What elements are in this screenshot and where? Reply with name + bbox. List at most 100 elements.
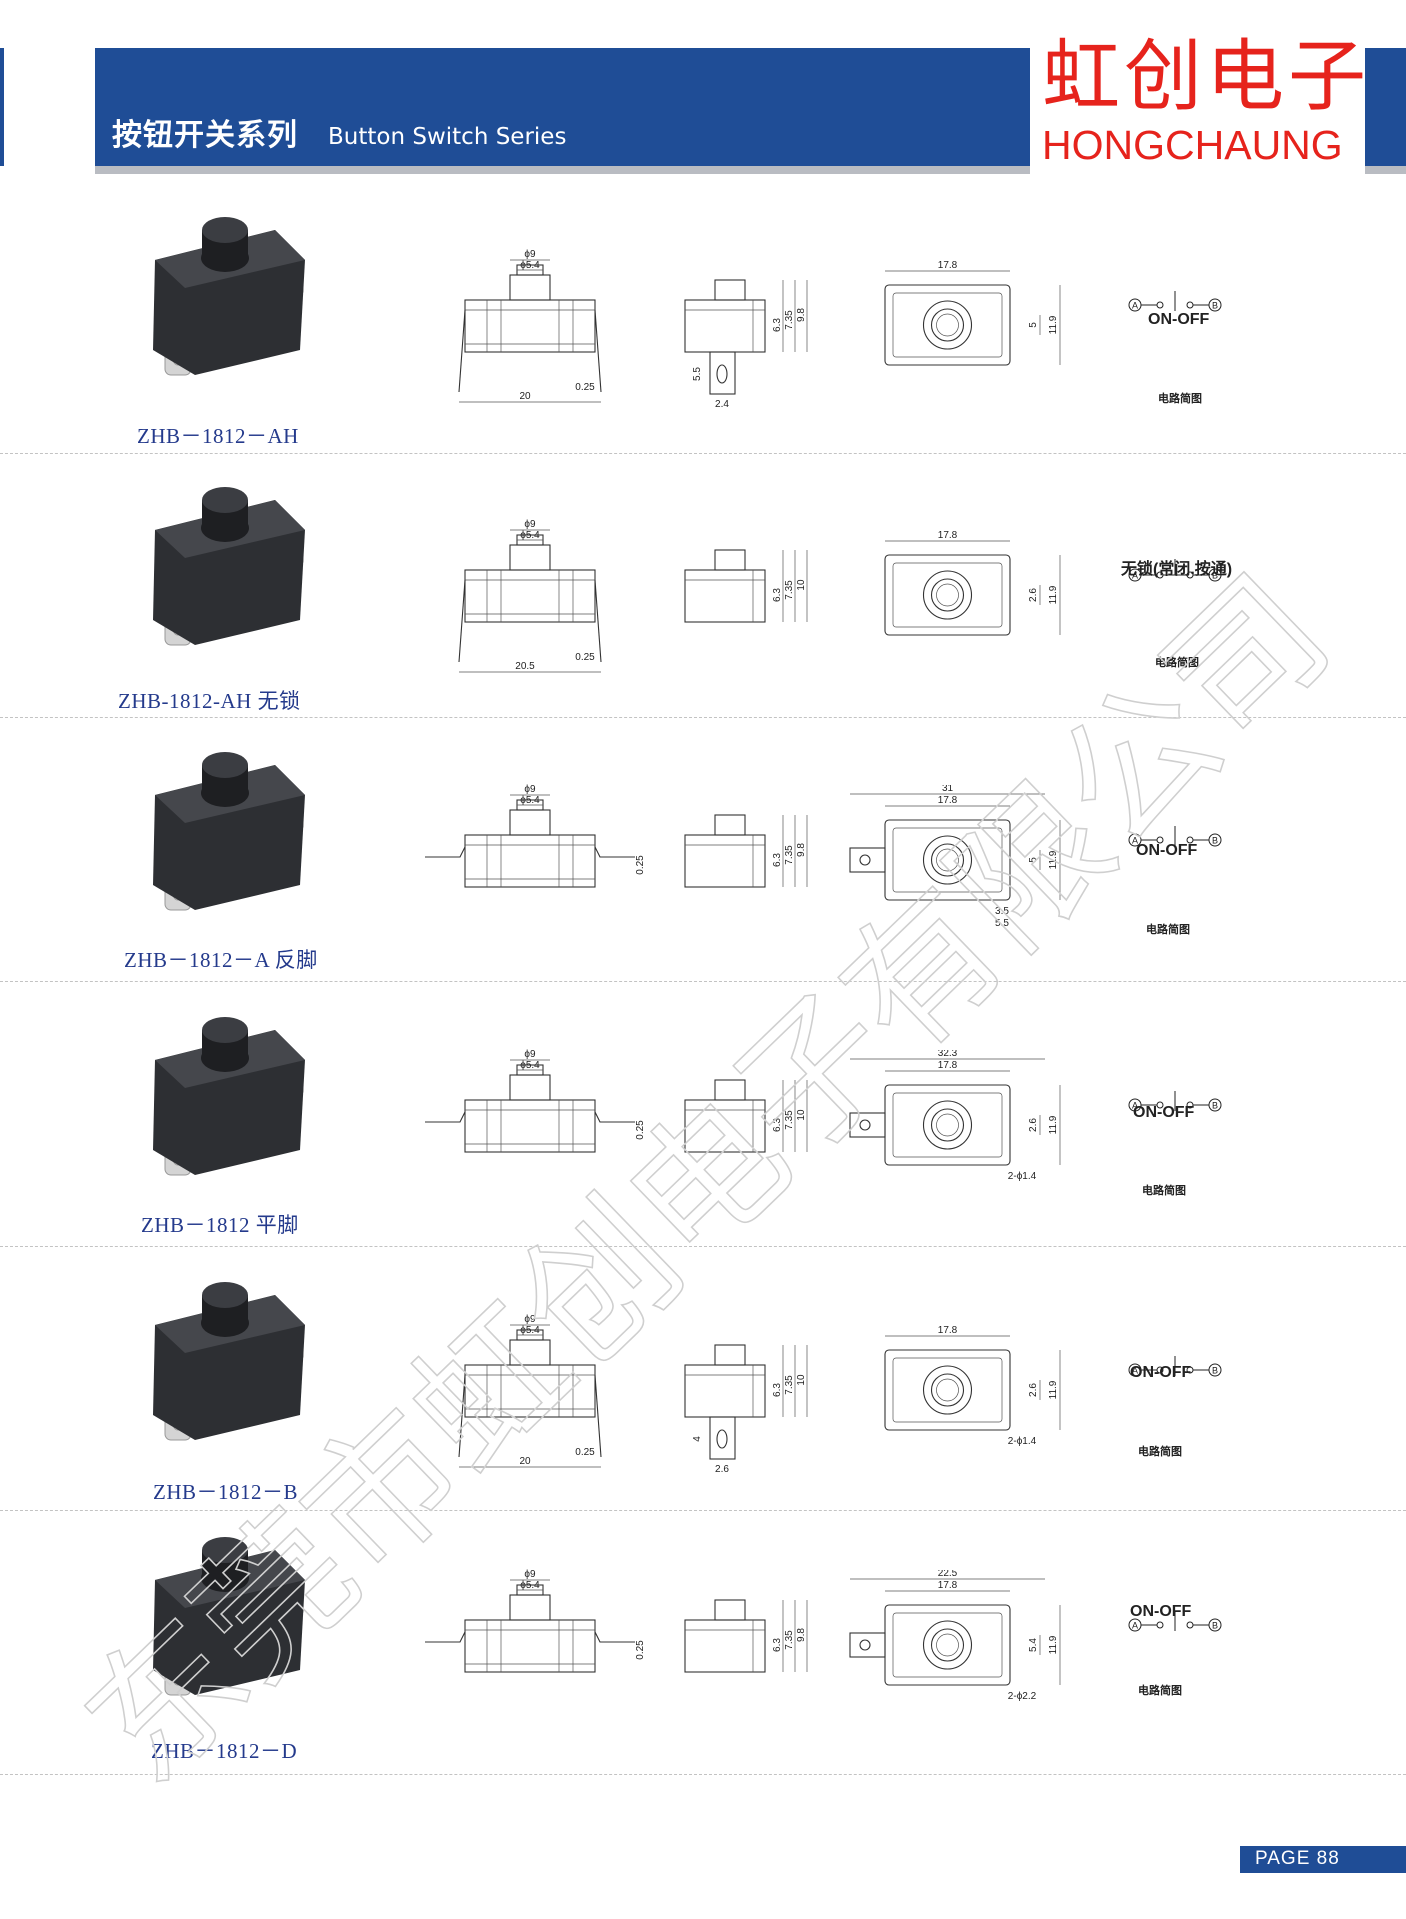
- circuit-caption: 电路简图: [1142, 1184, 1186, 1197]
- row-divider: [0, 1774, 1406, 1775]
- dimension-label: 3.5: [995, 906, 1009, 917]
- page-number: PAGE 88: [1255, 1848, 1340, 1869]
- dimension-label: 2.4: [715, 399, 729, 410]
- dimension-label: 11.9: [1048, 1380, 1059, 1399]
- terminal-b-label: B: [1212, 1366, 1218, 1376]
- dimension-label: 0.25: [575, 1447, 595, 1458]
- dimension-label: 6.3: [772, 1383, 783, 1397]
- dimension-label: 20: [519, 391, 531, 402]
- top-view-drawing: 17.811.92.6: [884, 530, 1061, 636]
- row-divider: [0, 1246, 1406, 1247]
- dimension-label: 0.25: [635, 855, 645, 875]
- top-view-drawing: 17.811.92.62-ϕ1.4: [884, 1325, 1061, 1447]
- terminal-b-label: B: [1212, 1101, 1218, 1111]
- dimension-label: 7.35: [784, 1110, 795, 1130]
- dimension-label: ϕ5.4: [520, 795, 540, 806]
- dimension-label: 5: [1028, 322, 1039, 328]
- dimension-label: 32.3: [938, 1050, 958, 1059]
- terminal-a-label: A: [1132, 301, 1138, 311]
- terminal-b-label: B: [1212, 571, 1218, 581]
- dimension-label: 0.25: [635, 1640, 645, 1660]
- switch-photo: [153, 1017, 305, 1176]
- page-title-cn: 按钮开关系列: [112, 118, 298, 153]
- switch-photo: [153, 1537, 305, 1696]
- dimension-label: 4: [692, 1436, 703, 1442]
- dimension-label: 6.3: [772, 1118, 783, 1132]
- dimension-label: ϕ5.4: [520, 1060, 540, 1071]
- dimension-label: 2.6: [1028, 1383, 1039, 1397]
- dimension-label: 2.6: [1028, 588, 1039, 602]
- dimension-label: 0.25: [635, 1120, 645, 1140]
- model-label: ZHB－1812－AH: [137, 424, 299, 448]
- dimension-label: 17.8: [938, 795, 958, 806]
- dimension-label: ϕ9: [524, 1314, 536, 1325]
- page-number-tag: [1240, 1846, 1406, 1873]
- circuit-title: ON-OFF: [1130, 1603, 1192, 1620]
- row-divider: [0, 1510, 1406, 1511]
- brand-logo-cn: 虹创电子: [1042, 32, 1371, 122]
- dimension-label: 2.6: [1028, 1118, 1039, 1132]
- dimension-label: 5.5: [995, 918, 1009, 929]
- dimension-label: 5: [1028, 857, 1039, 863]
- dimension-label: 11.9: [1048, 315, 1059, 334]
- dimension-label: 7.35: [784, 1375, 795, 1395]
- brand-logo-en: HONGCHAUNG: [1042, 122, 1343, 168]
- dimension-label: 2-ϕ2.2: [1008, 1691, 1037, 1702]
- model-label: ZHB－1812 平脚: [141, 1213, 299, 1237]
- circuit-caption: 电路简图: [1158, 392, 1202, 405]
- model-label: ZHB-1812-AH 无锁: [118, 689, 301, 713]
- dimension-label: 10: [796, 1374, 807, 1386]
- dimension-label: 20: [519, 1456, 531, 1467]
- dimension-label: 9.8: [796, 1628, 807, 1642]
- dimension-label: 6.3: [772, 1638, 783, 1652]
- header-shadow: [95, 166, 1030, 174]
- dimension-label: 6.3: [772, 588, 783, 602]
- left-edge-bar: [0, 48, 4, 166]
- dimension-label: 11.9: [1048, 1115, 1059, 1134]
- dimension-label: 11.9: [1048, 850, 1059, 869]
- top-view-drawing: 17.822.511.95.42-ϕ2.2: [849, 1570, 1061, 1702]
- switch-photo: [153, 1282, 305, 1441]
- dimension-label: 6.3: [772, 318, 783, 332]
- dimension-label: 6.3: [772, 853, 783, 867]
- dimension-label: 2.6: [715, 1464, 729, 1475]
- switch-photo: [153, 487, 305, 646]
- terminal-a-label: A: [1132, 571, 1138, 581]
- circuit-title: ON-OFF: [1148, 311, 1210, 328]
- dimension-label: 17.8: [938, 1060, 958, 1071]
- dimension-label: 20.5: [515, 661, 535, 672]
- dimension-label: ϕ9: [524, 1569, 536, 1580]
- row-divider: [0, 981, 1406, 982]
- dimension-label: ϕ5.4: [520, 260, 540, 271]
- dimension-label: 2-ϕ1.4: [1008, 1171, 1037, 1182]
- dimension-label: ϕ9: [524, 784, 536, 795]
- page-title-en: Button Switch Series: [328, 124, 567, 150]
- row-divider: [0, 717, 1406, 718]
- dimension-label: 10: [796, 579, 807, 591]
- dimension-label: 17.8: [938, 260, 958, 271]
- model-label: ZHB－1812－D: [151, 1739, 298, 1763]
- dimension-label: ϕ9: [524, 1049, 536, 1060]
- model-label: ZHB－1812－A 反脚: [124, 948, 318, 972]
- dimension-label: 0.25: [575, 382, 595, 393]
- top-view-drawing: 17.832.3 11.9 2.6 2-ϕ1.4: [849, 1050, 1061, 1182]
- circuit-title: 无锁(常闭.按通): [1121, 561, 1233, 578]
- dimension-label: ϕ5.4: [520, 1580, 540, 1591]
- dimension-label: 7.35: [784, 1630, 795, 1650]
- dimension-label: 5.4: [1028, 1638, 1039, 1652]
- circuit-caption: 电路简图: [1155, 656, 1199, 669]
